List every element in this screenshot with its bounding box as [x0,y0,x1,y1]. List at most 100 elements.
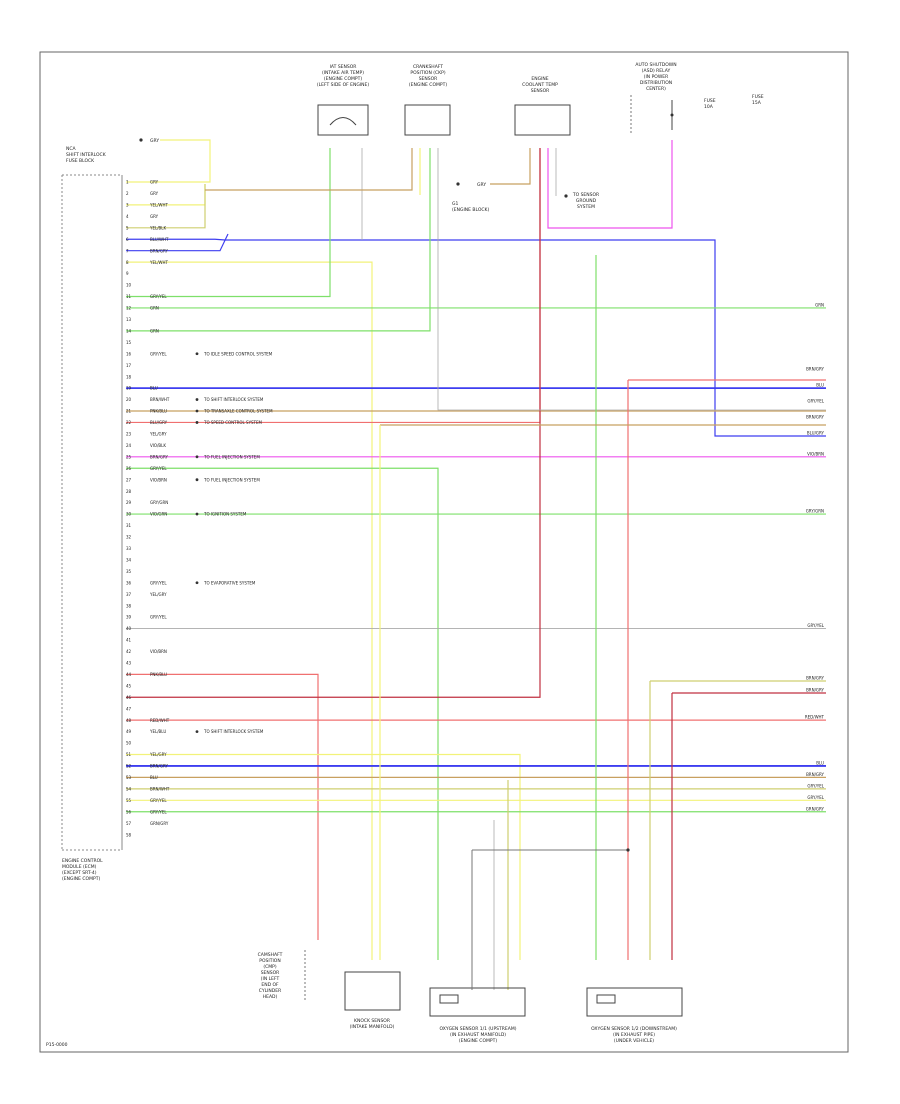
pin-note-splice [195,478,199,482]
pin-number: 42 [126,649,132,654]
cmp-label-line1: CAMSHAFT [258,952,283,958]
connector-asd-line4: DISTRIBUTION [640,80,672,86]
pin-number: 58 [126,832,132,837]
pin-number: 3 [126,203,129,208]
pin-wire-color: GRY/YEL [150,351,167,356]
pin-wire-color: GRY [150,180,159,185]
pin-wire-color: GRY/GRN [150,500,168,505]
sensor-return: TO SENSOR GROUND SYSTEM [564,192,599,210]
right-wire-label: BRN/GRY [806,367,824,372]
pin-note-splice [195,352,199,356]
right-wire-label: GRN/GRY [806,806,825,811]
connector-ckp-body [404,104,451,136]
pin-number: 9 [126,271,129,276]
wire-red-46 [126,148,541,698]
wire-blu-wht [126,238,826,437]
pin-wire-color: YEL/WHT [149,203,169,208]
right-wire-label: GRY/GRN [806,509,824,514]
fuse2-label-line1: FUSE [752,94,764,100]
pin-number: 53 [126,775,132,780]
right-wire-label: GRY/YEL [807,795,824,800]
pin-wire-color: YEL/BLU [149,729,166,734]
connector-ckp-line4: (ENGINE COMPT) [409,82,447,88]
ecm-label-line3: (EXCEPT SRT-4) [62,870,97,876]
pin-wire-color: BLU [150,775,158,780]
sensor-return-line1: TO SENSOR [572,192,599,198]
pin-number: 33 [126,546,132,551]
cmp-label-line4: SENSOR [261,970,280,976]
right-wire-label: BRN/GRY [806,676,824,681]
o2-sensor-downstream: OXYGEN SENSOR 1/2 (DOWNSTREAM) (IN EXHAU… [586,987,683,1044]
pin-number: 47 [126,706,132,711]
pin-wire-color: PNK/BLU [150,672,167,677]
pin-number: 50 [126,741,132,746]
connector-ckp: CRANKSHAFT POSITION (CKP) SENSOR (ENGINE… [404,64,451,136]
pin-number: 24 [126,443,132,448]
sensor-return-line2: GROUND [576,198,597,204]
right-wire-label: GRY/YEL [807,623,824,628]
pin-number: 30 [126,512,132,517]
ecm-top-label-line2: SHIFT INTERLOCK [66,152,107,158]
cmp-label-line8: HEAD) [263,994,278,1000]
pin-wire-color: GRN [150,306,159,311]
pin-wire-color: YEL/BLK [149,225,167,230]
pin-note: TO EVAPORATIVE SYSTEM [203,580,256,585]
pin-note-splice [195,409,199,413]
wire-yel-blk [126,184,206,229]
pin-note-splice [195,398,199,401]
connector-iat-line1: IAT SENSOR [330,64,357,70]
pin-number: 40 [126,626,132,631]
pin-number: 5 [126,225,129,230]
right-wire-label: BLU [816,760,824,765]
connector-asd-line5: CENTER) [646,86,666,92]
pin-wire-color: GRN [150,328,159,333]
pin-number: 15 [126,340,132,345]
right-labels-layer: GRNBRN/GRYGRY/YELBLUBRN/GRYBLU/GRYVIO/BR… [805,302,825,811]
right-wire-label: GRY/YEL [807,399,824,404]
connector-asd-line2: (ASD) RELAY [642,68,671,74]
pin-wire-color: YEL/GRY [149,592,167,597]
ground-g1-line1: G1 [452,201,458,207]
right-wire-label: GRY/YEL [807,783,824,788]
pin-number: 2 [126,191,129,196]
pin-wire-color: GRY [150,191,159,196]
pin-number: 43 [126,661,132,666]
wire-ect-brown [490,148,531,185]
fuse-label-line1: FUSE [704,98,716,104]
wire-brn-gry-25 [126,467,439,960]
pin-wire-color: VIO/GRN [150,512,167,517]
pin-number: 28 [126,489,132,494]
connector-ect-body [514,104,571,136]
fuse2-label-line2: 15A [752,100,762,106]
pin-note: TO IGNITION SYSTEM [203,512,247,517]
connector-iat-line3: (ENGINE COMPT) [324,76,362,82]
pin-wire-color: GRY/YEL [150,798,167,803]
pin-number: 32 [126,535,132,540]
connector-iat-symbol [329,117,357,126]
ecm-label-line4: (ENGINE COMPT) [62,876,100,882]
pin-number: 22 [126,420,132,425]
o2-upstream-heater [439,994,459,1004]
connector-asd-line3: (IN POWER [644,74,669,80]
ecm-top-wire: GRY [150,138,159,144]
connector-iat-line2: (INTAKE AIR TEMP) [322,70,364,76]
ecm-top-splice [139,138,143,142]
pin-number: 12 [126,306,132,311]
pin-wire-color: RED/WHT [150,718,170,723]
pin-number: 6 [126,237,129,242]
pin-wire-color: GRY [150,214,159,219]
pin-wire-color: BLU/WHT [150,237,169,242]
pin-note-splice [195,512,199,516]
asd-contact [670,113,674,117]
sensor-return-line3: SYSTEM [577,204,595,210]
pin-number: 23 [126,432,132,437]
pin-number: 29 [126,500,132,505]
pin-number: 34 [126,557,132,562]
connector-asd-line1: AUTO SHUTDOWN [635,62,676,68]
wire-gry-top [126,139,211,183]
connector-asd: AUTO SHUTDOWN (ASD) RELAY (IN POWER DIST… [630,62,764,135]
pin-number: 36 [126,580,132,585]
connector-ckp-line3: SENSOR [419,76,438,82]
